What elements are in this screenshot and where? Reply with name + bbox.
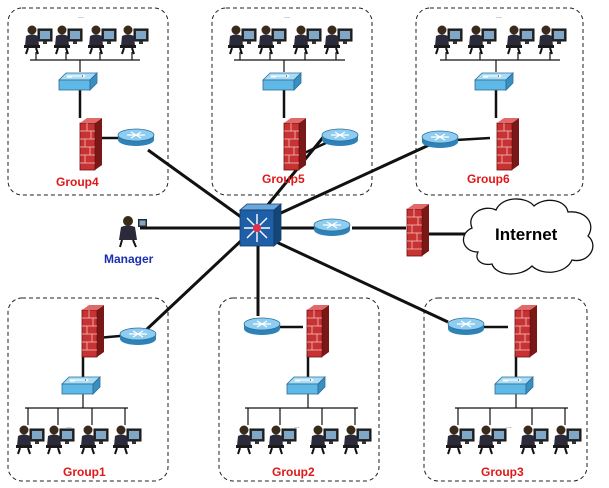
group4-hosts: ... [23,13,149,55]
core-switch-icon [238,203,283,247]
group1-hosts: ... [15,423,142,455]
group5-firewall-icon [283,117,307,171]
group5-box [211,7,373,196]
group1-firewall-icon [81,304,105,358]
workstation-user-icon [342,424,372,455]
group6-label: Group6 [467,172,510,186]
workstation-user-icon [87,24,117,55]
group2-label: Group2 [272,465,315,479]
group1-router-icon [119,327,157,346]
group5-switch-icon [262,72,302,91]
group3-switch-icon [494,376,534,395]
host-gap-marker: ... [496,13,502,20]
core-links [140,134,472,333]
workstation-user-icon [15,424,45,455]
workstation-user-icon [477,424,507,455]
workstation-user-icon [53,24,83,55]
workstation-user-icon [519,424,549,455]
host-gap-marker: ... [66,423,72,430]
workstation-user-icon [292,24,322,55]
workstation-user-icon [537,24,567,55]
internet-firewall-icon [406,203,430,257]
host-gap-marker: ... [294,423,300,430]
workstation-user-icon [112,424,142,455]
group2-router-icon [243,317,281,336]
workstation-user-icon [227,24,257,55]
group4-label: Group4 [56,175,99,189]
group3-hosts: ... [445,423,582,455]
group2-box [218,297,380,482]
host-gap-marker: ... [78,13,84,20]
group2-firewall-icon [306,304,330,358]
group3-box [423,297,588,482]
group4-switch-icon [58,72,98,91]
group3-label: Group3 [481,465,524,479]
manager-user-icon [119,216,147,248]
group6-firewall-icon [496,117,520,171]
workstation-user-icon [23,24,53,55]
group4-box [7,7,169,196]
internet-label: Internet [495,225,558,244]
workstation-user-icon [467,24,497,55]
group4-router-icon [117,128,155,147]
group2-switch-icon [286,376,326,395]
workstation-user-icon [257,24,287,55]
group3-router-icon [447,317,485,336]
workstation-user-icon [235,424,265,455]
group1-switch-icon [61,376,101,395]
workstation-user-icon [323,24,353,55]
group6-router-icon [421,130,459,149]
workstation-user-icon [445,424,475,455]
group5-hosts: ... [227,13,353,55]
workstation-user-icon [309,424,339,455]
group3-firewall-icon [514,304,538,358]
group1-label: Group1 [63,465,106,479]
group1-box [7,297,169,482]
group6-box [415,7,584,196]
workstation-user-icon [79,424,109,455]
manager-label: Manager [104,252,154,266]
edge-router-icon [313,218,351,237]
workstation-user-icon [267,424,297,455]
workstation-user-icon [433,24,463,55]
cloud-icon [462,198,594,275]
group6-hosts: ... [433,13,567,55]
workstation-user-icon [505,24,535,55]
host-buses [25,52,568,425]
host-gap-marker: ... [506,423,512,430]
group2-hosts: ... [235,423,372,455]
group6-switch-icon [474,72,514,91]
group5-label: Group5 [262,172,305,186]
host-gap-marker: ... [284,13,290,20]
workstation-user-icon [119,24,149,55]
workstation-user-icon [552,424,582,455]
group5-router-icon [321,128,359,147]
group4-firewall-icon [79,117,103,171]
